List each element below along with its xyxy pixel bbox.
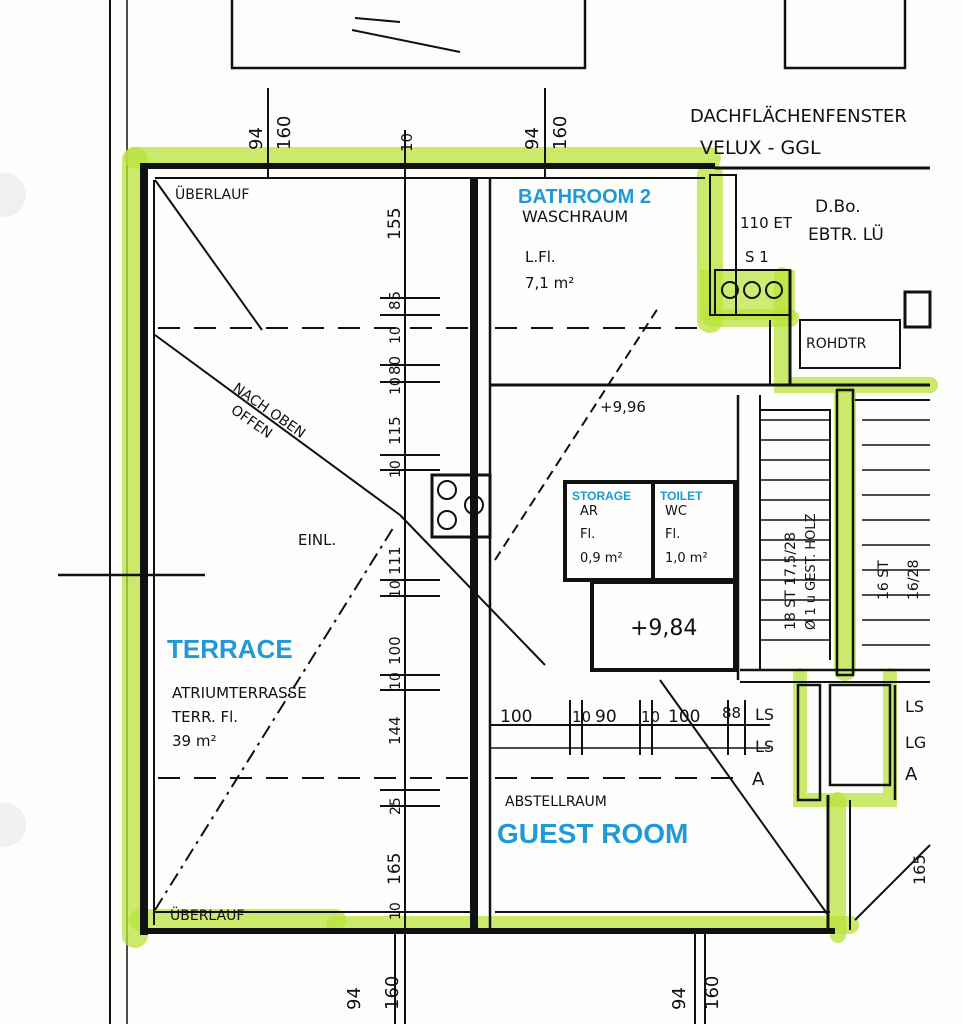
- storage-area-label: 0,9 m²: [580, 551, 623, 566]
- section-mark-a: A: [905, 764, 918, 785]
- binder-hole: [0, 173, 26, 217]
- overflow-label: ÜBERLAUF: [175, 185, 249, 203]
- dimension-numbers: 94 160 10 94 160 94 160 94 160 155 85 10…: [246, 116, 929, 1010]
- floor-level-mark: +9,96: [600, 398, 646, 416]
- roof-diagonals: [154, 179, 931, 921]
- dim-label: 10: [388, 377, 404, 395]
- dim-label: 94: [246, 127, 267, 150]
- shower-label-2: EBTR. LÜ: [808, 223, 884, 245]
- dim-label: 160: [274, 116, 295, 150]
- ls-mark: LS: [905, 697, 924, 716]
- storage-floor-label: Fl.: [580, 527, 595, 542]
- toilet-sub-label: WC: [665, 504, 687, 519]
- upper-room-outline: [230, 0, 587, 70]
- overflow-label: ÜBERLAUF: [170, 906, 244, 924]
- roof-window-label: DACHFLÄCHENFENSTER: [690, 106, 907, 127]
- ls-mark: LS: [755, 737, 774, 756]
- dim-label: 160: [702, 976, 723, 1010]
- dim-label: 10: [641, 708, 660, 726]
- dim-label: 10: [388, 902, 404, 920]
- level-mark: +9,84: [630, 616, 697, 641]
- dim-label: 100: [668, 707, 700, 727]
- dim-label: 25: [388, 797, 404, 815]
- stairs-label-4: 16/28: [906, 560, 922, 600]
- shower-label: D.Bo.: [815, 197, 861, 217]
- wash-floor-label: L.Fl.: [525, 248, 556, 266]
- dim-label: 88: [722, 704, 741, 722]
- dim-label: 94: [522, 127, 543, 150]
- abstellraum-label: ABSTELLRAUM: [505, 794, 607, 810]
- dim-label: 80: [386, 356, 404, 375]
- dim-label: 10: [388, 672, 404, 690]
- stairs-label-3: 16 ST: [876, 560, 892, 600]
- storage-sub-label: AR: [580, 504, 598, 519]
- sketch-mark: [351, 17, 461, 53]
- room-name-guest-room: GUEST ROOM: [497, 818, 688, 849]
- hole-label: 110 ET: [740, 214, 793, 232]
- dim-label: 85: [386, 291, 404, 310]
- section-mark-a: A: [752, 769, 765, 790]
- dim-label: 165: [385, 853, 405, 885]
- room-name-terrace: TERRACE: [167, 634, 293, 664]
- chimney: [430, 269, 791, 539]
- dim-label: 10: [388, 580, 404, 598]
- staircase: [760, 399, 930, 660]
- dim-label: 100: [500, 707, 532, 727]
- dim-label: 94: [344, 987, 365, 1010]
- stairs-label-2: Ø 1 u GEST. HOLZ: [804, 513, 819, 630]
- dim-label: 155: [385, 208, 405, 240]
- velux-label: VELUX - GGL: [700, 137, 821, 159]
- dim-label: 10: [398, 133, 416, 152]
- dim-label: 10: [388, 326, 404, 344]
- dim-label: 165: [910, 854, 929, 885]
- room-name-toilet: TOILET: [660, 489, 703, 503]
- dim-label: 10: [572, 708, 591, 726]
- walls: [140, 163, 932, 935]
- stairs-label: 18 ST 17,5/28: [783, 532, 799, 630]
- toilet-floor-label: Fl.: [665, 527, 680, 542]
- atrium-label: ATRIUMTERRASSE: [172, 684, 307, 702]
- dimension-lines: [58, 88, 746, 1024]
- dim-label: 100: [386, 636, 404, 665]
- hole-label-2: S 1: [745, 248, 769, 266]
- dim-label: 115: [386, 416, 404, 445]
- room-name-storage: STORAGE: [572, 489, 631, 503]
- wash-room-label: WASCHRAUM: [522, 207, 628, 226]
- ls-mark: LG: [905, 733, 926, 752]
- room-names: BATHROOM 2 TERRACE STORAGE TOILET GUEST …: [167, 186, 703, 849]
- ls-mark: LS: [755, 705, 774, 724]
- dim-label: 90: [595, 707, 617, 727]
- dim-label: 160: [550, 116, 571, 150]
- toilet-area-label: 1,0 m²: [665, 551, 708, 566]
- room-name-bathroom: BATHROOM 2: [518, 186, 651, 208]
- upper-room-outline: [783, 0, 907, 70]
- dim-label: 94: [669, 987, 690, 1010]
- binder-hole: [0, 803, 26, 847]
- shaft-label: ROHDTR: [806, 336, 867, 352]
- atrium-area-label: 39 m²: [172, 732, 216, 750]
- dim-label: 144: [386, 716, 404, 745]
- wash-area-label: 7,1 m²: [525, 274, 574, 292]
- dim-label: 160: [382, 976, 403, 1010]
- dim-label: 10: [388, 460, 404, 478]
- dim-label: 111: [386, 546, 404, 575]
- entry-label: EINL.: [298, 531, 336, 549]
- atrium-floor-label: TERR. Fl.: [171, 708, 238, 726]
